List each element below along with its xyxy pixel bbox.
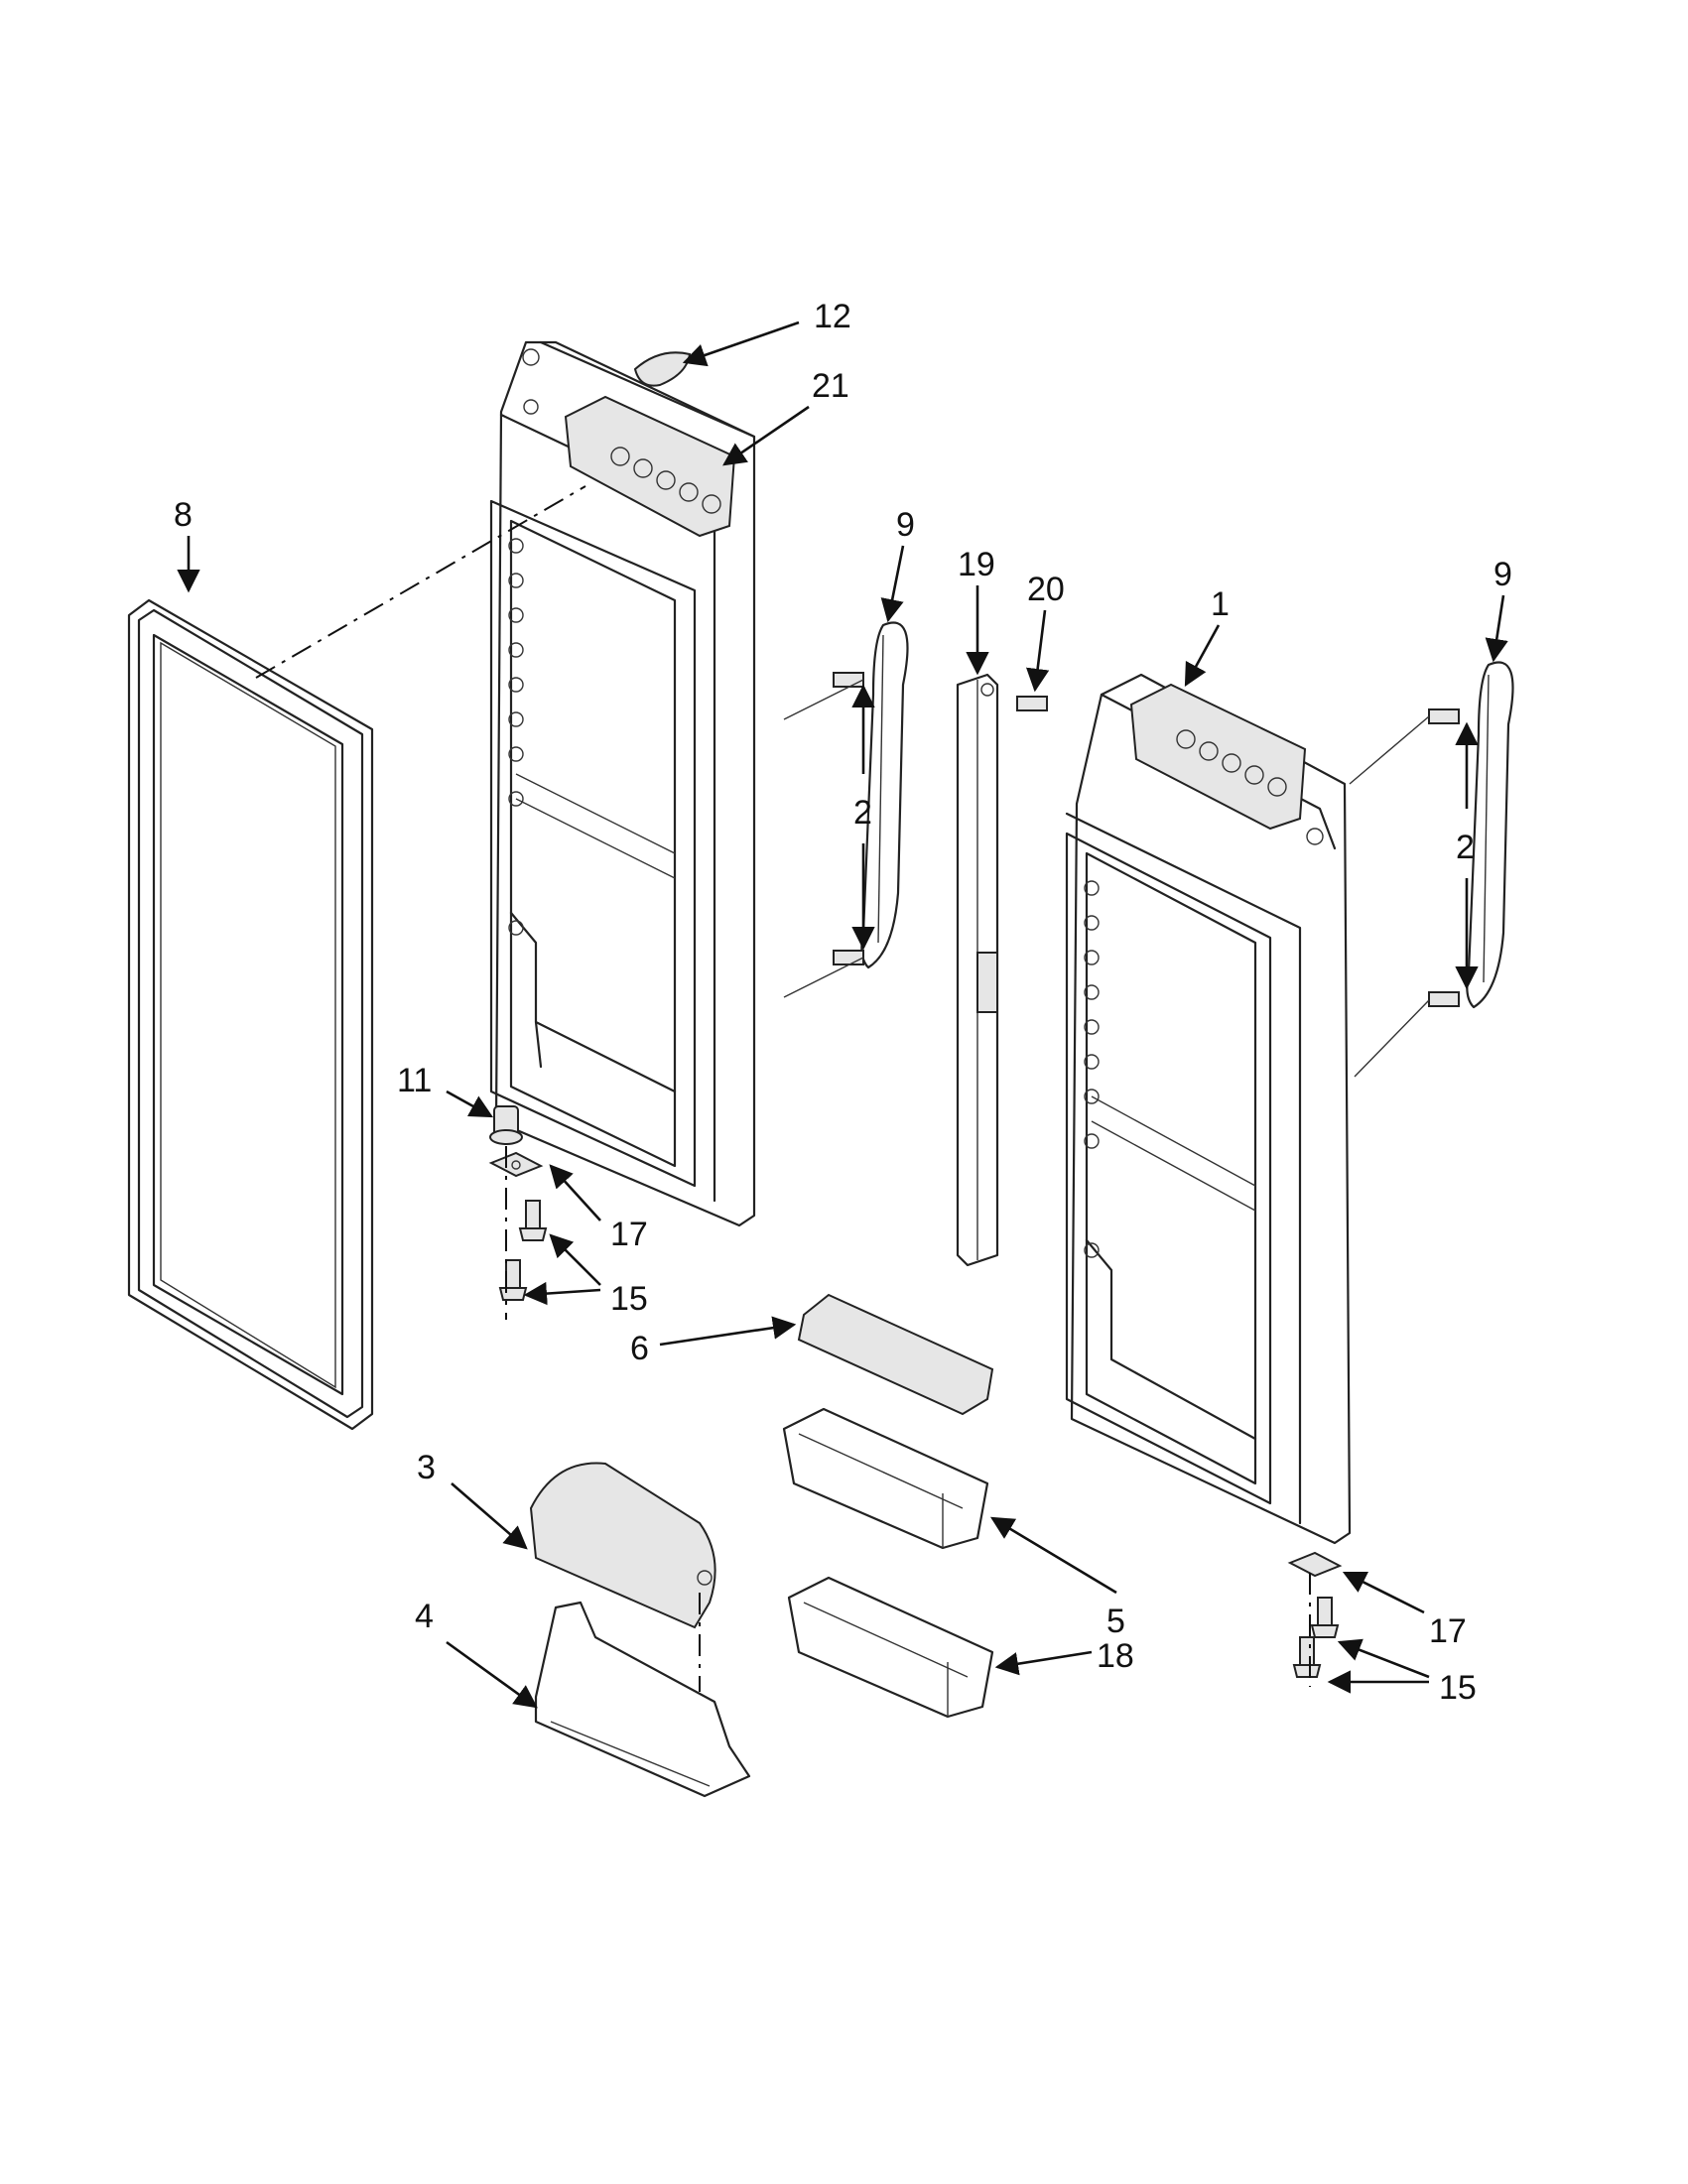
callout-17-right: 17 xyxy=(1429,1612,1467,1650)
door-gasket-part-8 xyxy=(127,598,374,1431)
callout-8: 8 xyxy=(174,496,193,534)
left-door-shelf-clips xyxy=(508,538,524,936)
callout-1: 1 xyxy=(1211,585,1230,623)
callout-4: 4 xyxy=(415,1598,434,1635)
hinge-flap-part-19 xyxy=(956,673,999,1267)
cap-part-12 xyxy=(633,351,692,387)
callout-18: 18 xyxy=(1097,1637,1134,1675)
left-refrigerator-door xyxy=(488,340,756,1320)
door-bin-part-18 xyxy=(787,1576,994,1719)
callout-3: 3 xyxy=(417,1449,436,1486)
door-bin-part-5 xyxy=(782,1407,989,1550)
screw-part-20 xyxy=(1016,696,1048,711)
callout-labels: 12 21 8 9 2 19 20 1 9 2 11 17 15 6 3 4 5… xyxy=(174,298,1512,1707)
dairy-bin-part-4 xyxy=(534,1593,751,1798)
leader-lines xyxy=(177,321,1508,1709)
left-door-handle-part-9 xyxy=(783,621,909,998)
hinge-screws-part-15 xyxy=(498,1200,548,1301)
callout-9-right: 9 xyxy=(1493,556,1512,593)
hinge-bushing-part-17 xyxy=(488,1151,544,1178)
right-door-shelf-clips xyxy=(1084,880,1100,1258)
dairy-door-part-3 xyxy=(529,1462,716,1629)
callout-17-left: 17 xyxy=(610,1216,648,1253)
right-hinge-screws xyxy=(1292,1597,1340,1678)
door-control-panel-part-21 xyxy=(564,395,736,538)
callout-9-left: 9 xyxy=(896,506,915,544)
callout-15-left: 15 xyxy=(610,1280,648,1318)
right-hinge-bushing xyxy=(1287,1551,1343,1578)
callout-19: 19 xyxy=(958,546,995,583)
right-refrigerator-door-part-1 xyxy=(1065,673,1352,1687)
callout-20: 20 xyxy=(1027,571,1065,608)
callout-12: 12 xyxy=(814,298,851,335)
bin-cover-part-6 xyxy=(797,1293,994,1416)
callout-11: 11 xyxy=(397,1062,432,1099)
callout-21: 21 xyxy=(812,367,849,405)
callout-15-right: 15 xyxy=(1439,1669,1477,1707)
callout-6: 6 xyxy=(630,1330,649,1367)
right-door-handle-part-9 xyxy=(1349,661,1514,1078)
right-door-control-panel xyxy=(1129,683,1307,831)
hinge-pin-part-11 xyxy=(489,1105,523,1145)
callout-2-right: 2 xyxy=(1456,829,1475,866)
callout-2-left: 2 xyxy=(853,794,872,832)
callout-5: 5 xyxy=(1106,1603,1125,1640)
